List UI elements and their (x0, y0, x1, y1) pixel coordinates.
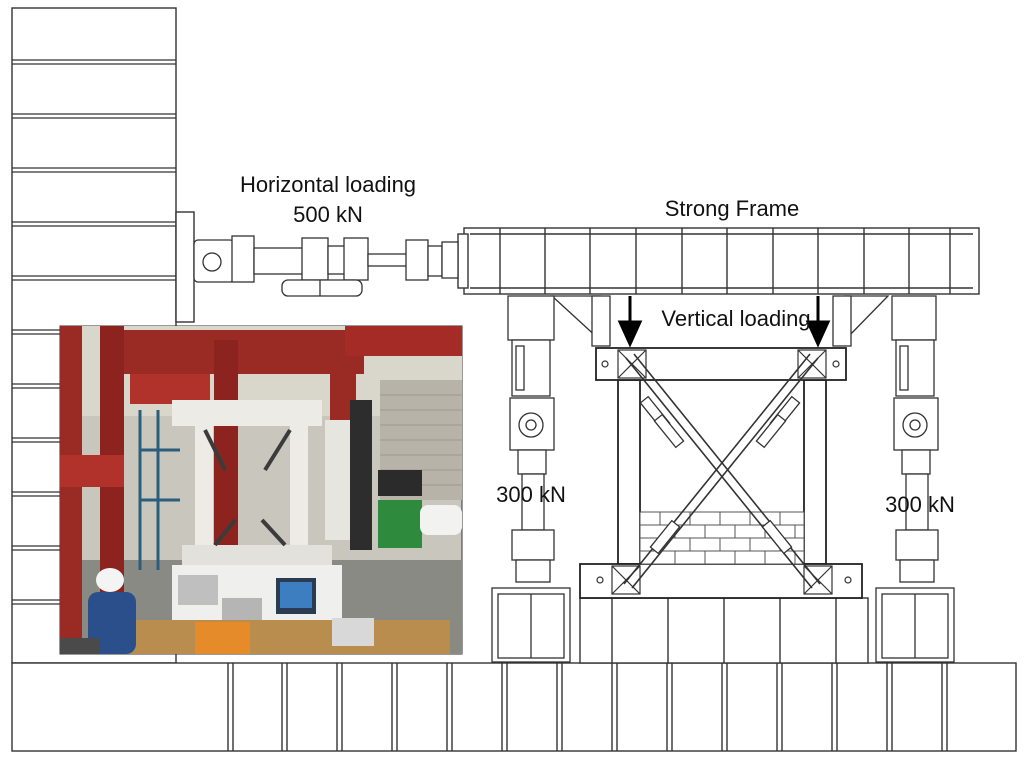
horizontal-loading-label: Horizontal loading (240, 172, 416, 197)
horizontal-actuator (193, 235, 459, 297)
vertical-loading-label: Vertical loading (661, 306, 810, 331)
specimen-pedestals (579, 597, 869, 664)
lab-photo (59, 325, 463, 655)
right-vertical-actuator (875, 295, 955, 663)
frame-brackets (550, 295, 890, 347)
vertical-loading-arrows (617, 296, 831, 348)
strong-floor (11, 662, 1017, 752)
gusset-plates (596, 349, 852, 595)
right-actuator-force-label: 300 kN (885, 492, 955, 517)
labels: Horizontal loading 500 kN Strong Frame V… (240, 172, 955, 517)
left-actuator-force-label: 300 kN (496, 482, 566, 507)
brace-connectors (639, 395, 801, 555)
left-vertical-actuator (491, 295, 571, 663)
strong-frame-label: Strong Frame (665, 196, 800, 221)
strong-frame-beam (457, 227, 980, 295)
horizontal-force-label: 500 kN (293, 202, 363, 227)
